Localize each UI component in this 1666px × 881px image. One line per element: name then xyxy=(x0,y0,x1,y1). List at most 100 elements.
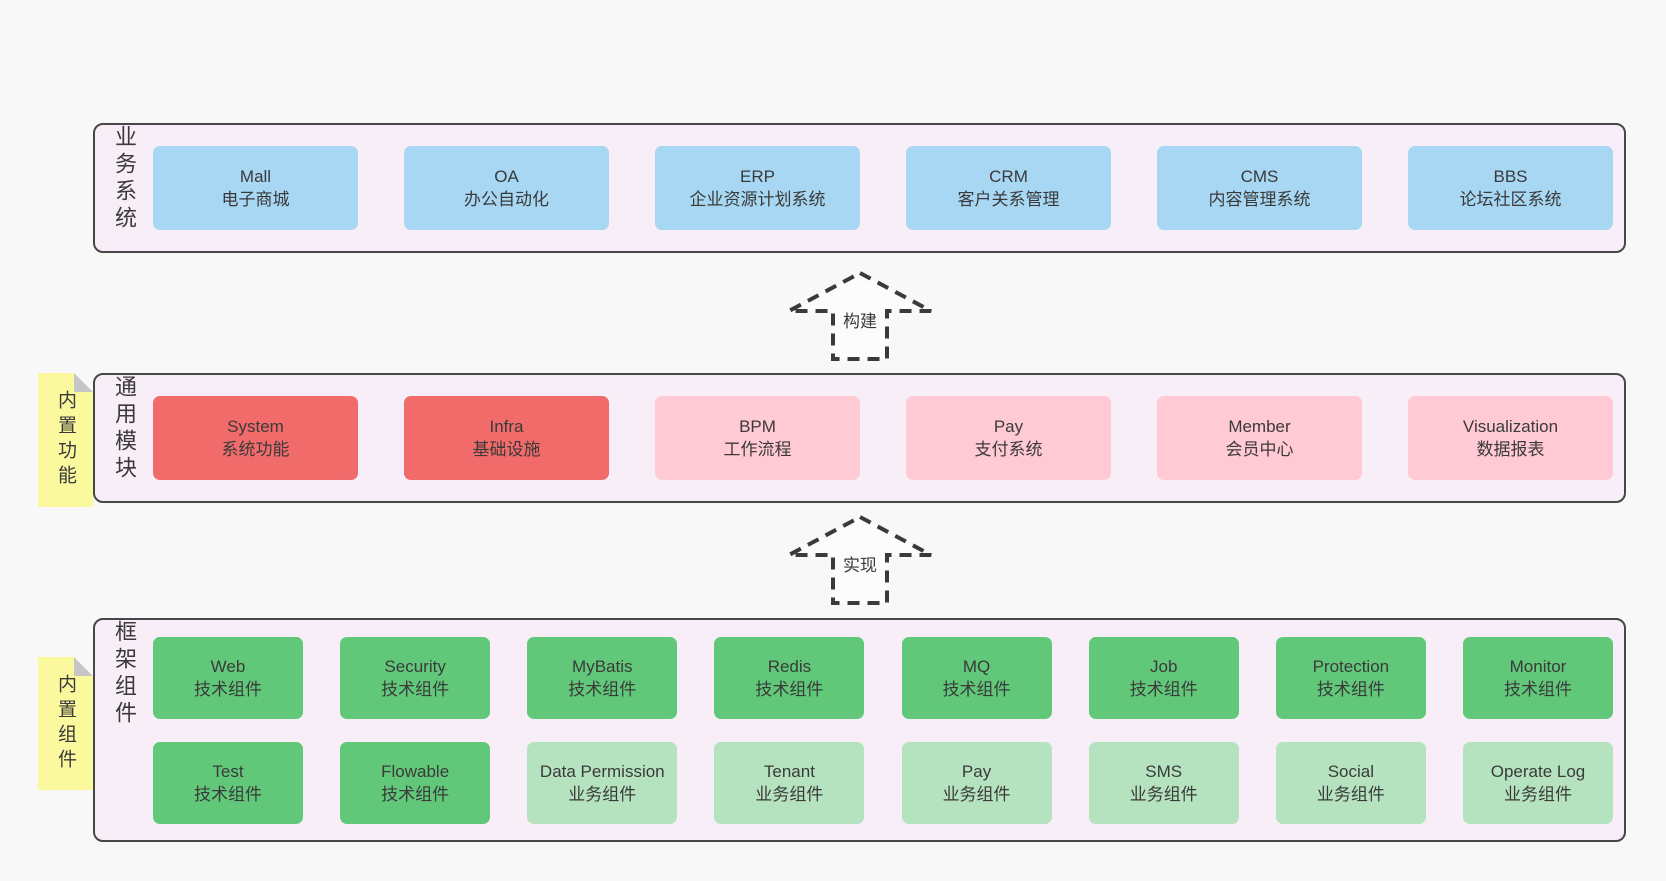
box-subtitle: 技术组件 xyxy=(1129,679,1198,699)
box-title: Security xyxy=(384,656,446,676)
box-subtitle: 业务组件 xyxy=(942,784,1011,804)
box-subtitle: 技术组件 xyxy=(568,679,637,699)
box-bpm: BPM 工作流程 xyxy=(655,396,860,480)
arrow-build: 构建 xyxy=(785,270,935,362)
box-title: CRM xyxy=(989,167,1028,186)
box-title: Pay xyxy=(993,417,1024,436)
box-title: Mall xyxy=(239,167,272,186)
box-subtitle: 技术组件 xyxy=(381,679,450,699)
box-bbs: BBS 论坛社区系统 xyxy=(1408,146,1613,230)
business-systems-boxes: Mall 电子商城 OA 办公自动化 ERP 企业资源计划系统 CRM 客户关系管理 CMS 内容… xyxy=(153,125,1613,251)
band-common-modules: 通用模块 System 系统功能 Infra 基础设施 BPM 工作流程 Pay 支付系统 Me… xyxy=(93,373,1626,503)
common-modules-boxes: System 系统功能 Infra 基础设施 BPM 工作流程 Pay 支付系统 Member 会… xyxy=(153,375,1613,501)
band-label-common-modules: 通用模块 xyxy=(112,375,137,483)
box-pay: Pay 业务组件 xyxy=(901,741,1052,824)
box-title: ERP xyxy=(740,167,775,186)
arrow-implement-label: 实现 xyxy=(840,550,880,577)
box-protection: Protection 技术组件 xyxy=(1275,636,1426,719)
box-subtitle: 技术组件 xyxy=(194,679,262,699)
box-title: Redis xyxy=(767,656,812,676)
box-subtitle: 客户关系管理 xyxy=(957,190,1060,209)
box-title: Test xyxy=(212,761,244,781)
box-tenant: Tenant 业务组件 xyxy=(714,741,865,824)
box-mybatis: MyBatis 技术组件 xyxy=(527,636,678,719)
box-title: Protection xyxy=(1312,656,1390,676)
arrow-build-label: 构建 xyxy=(840,306,880,333)
box-subtitle: 基础设施 xyxy=(472,440,541,459)
box-title: SMS xyxy=(1145,761,1183,781)
box-job: Job 技术组件 xyxy=(1088,636,1239,719)
band-business-systems: 业务系统 Mall 电子商城 OA 办公自动化 ERP 企业资源计划系统 CRM 客户关系管理… xyxy=(93,123,1626,253)
box-title: Visualization xyxy=(1462,417,1559,436)
box-subtitle: 电子商城 xyxy=(221,190,290,209)
box-title: Infra xyxy=(489,417,524,436)
box-subtitle: 技术组件 xyxy=(381,784,450,804)
box-subtitle: 系统功能 xyxy=(221,440,290,459)
box-subtitle: 业务组件 xyxy=(1129,784,1198,804)
box-title: OA xyxy=(494,167,519,186)
box-visualization: Visualization 数据报表 xyxy=(1408,396,1613,480)
box-subtitle: 技术组件 xyxy=(942,679,1011,699)
box-title: Member xyxy=(1228,417,1291,436)
box-mall: Mall 电子商城 xyxy=(153,146,358,230)
box-title: MyBatis xyxy=(572,656,633,676)
box-subtitle: 工作流程 xyxy=(723,440,792,459)
box-pay: Pay 支付系统 xyxy=(906,396,1111,480)
box-subtitle: 数据报表 xyxy=(1476,440,1545,459)
box-cms: CMS 内容管理系统 xyxy=(1157,146,1362,230)
box-title: Tenant xyxy=(763,761,815,781)
box-web: Web 技术组件 xyxy=(153,636,303,719)
box-test: Test 技术组件 xyxy=(153,741,303,824)
box-title: System xyxy=(227,417,284,436)
box-oa: OA 办公自动化 xyxy=(404,146,609,230)
box-flowable: Flowable 技术组件 xyxy=(340,741,491,824)
box-mq: MQ 技术组件 xyxy=(901,636,1052,719)
box-system: System 系统功能 xyxy=(153,396,358,480)
box-subtitle: 办公自动化 xyxy=(464,190,549,209)
box-subtitle: 业务组件 xyxy=(1316,784,1385,804)
box-subtitle: 技术组件 xyxy=(1316,679,1385,699)
box-title: Social xyxy=(1327,761,1374,781)
box-subtitle: 企业资源计划系统 xyxy=(689,190,826,209)
box-infra: Infra 基础设施 xyxy=(404,396,609,480)
sticky-note-built-in-features: 内置功能 xyxy=(38,373,93,507)
box-subtitle: 技术组件 xyxy=(755,679,824,699)
sticky-note-built-in-components: 内置组件 xyxy=(38,657,93,790)
box-subtitle: 业务组件 xyxy=(1503,784,1572,804)
box-crm: CRM 客户关系管理 xyxy=(906,146,1111,230)
box-data-permission: Data Permission 业务组件 xyxy=(527,741,678,824)
sticky-note-text: 内置功能 xyxy=(55,390,76,490)
box-title: Data Permission xyxy=(539,761,665,781)
box-subtitle: 内容管理系统 xyxy=(1208,190,1311,209)
arrow-implement: 实现 xyxy=(785,514,935,606)
box-title: CMS xyxy=(1240,167,1279,186)
box-subtitle: 会员中心 xyxy=(1225,440,1294,459)
box-title: Flowable xyxy=(381,761,450,781)
box-subtitle: 业务组件 xyxy=(568,784,637,804)
band-label-business-systems: 业务系统 xyxy=(112,125,137,233)
box-subtitle: 业务组件 xyxy=(755,784,824,804)
box-title: Web xyxy=(210,656,246,676)
box-title: BBS xyxy=(1493,167,1528,186)
box-subtitle: 支付系统 xyxy=(974,440,1043,459)
box-subtitle: 论坛社区系统 xyxy=(1459,190,1562,209)
box-redis: Redis 技术组件 xyxy=(714,636,865,719)
box-erp: ERP 企业资源计划系统 xyxy=(655,146,860,230)
box-security: Security 技术组件 xyxy=(340,636,491,719)
sticky-note-text: 内置组件 xyxy=(55,673,76,774)
box-title: MQ xyxy=(962,656,991,676)
box-subtitle: 技术组件 xyxy=(194,784,262,804)
box-social: Social 业务组件 xyxy=(1275,741,1426,824)
box-title: Monitor xyxy=(1509,656,1567,676)
box-sms: SMS 业务组件 xyxy=(1088,741,1239,824)
box-title: Pay xyxy=(961,761,992,781)
box-title: BPM xyxy=(739,417,776,436)
band-label-framework-components: 框架组件 xyxy=(112,620,137,728)
box-member: Member 会员中心 xyxy=(1157,396,1362,480)
box-title: Job xyxy=(1149,656,1178,676)
